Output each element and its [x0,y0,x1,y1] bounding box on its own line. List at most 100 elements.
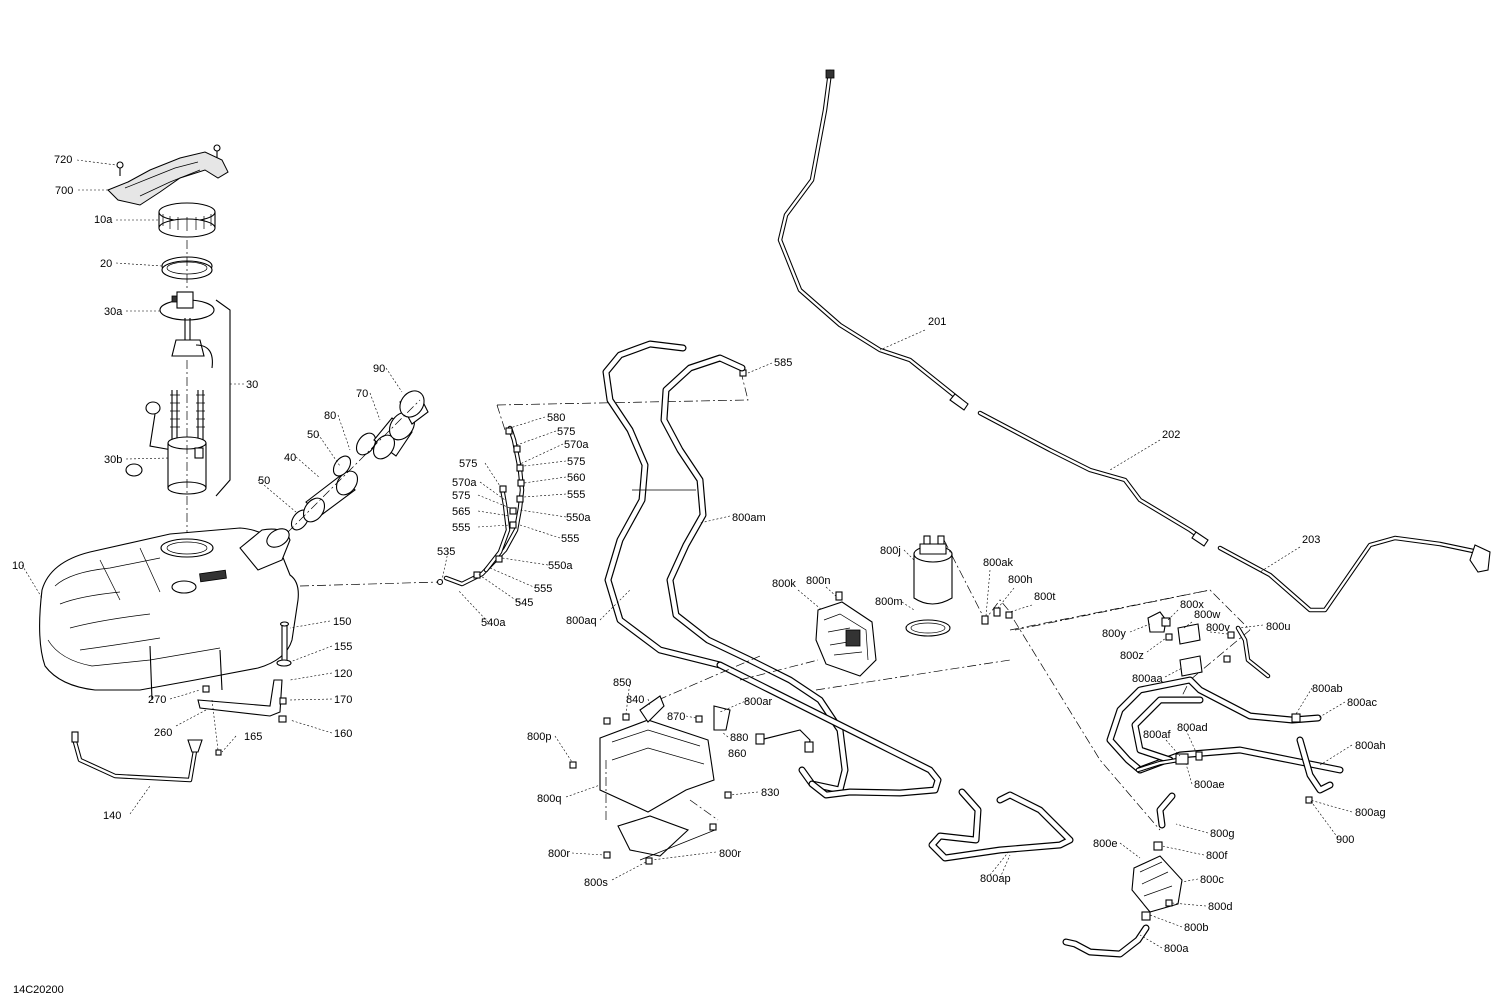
label-800p: 800p [527,731,551,743]
leader-lines [21,159,1353,949]
label-720: 720 [54,154,72,166]
label-840: 840 [626,694,644,706]
label-540a: 540a [481,617,506,629]
label-800w: 800w [1194,609,1220,621]
label-30a: 30a [104,306,123,318]
label-800k: 800k [772,578,796,590]
label-10a: 10a [94,214,113,226]
label-575-d: 575 [452,490,470,502]
label-10: 10 [12,560,24,572]
pump-flange-30a [159,291,215,369]
label-545: 545 [515,597,533,609]
label-800ac: 800ac [1347,697,1377,709]
label-120: 120 [334,668,352,680]
bracket-800q [569,655,814,865]
part-labels: 720 700 10a 20 30a 30 30b 90 70 80 50 40… [12,154,1386,996]
label-260: 260 [154,727,172,739]
label-800am: 800am [732,512,766,524]
label-800c: 800c [1200,874,1224,886]
pump-module-30b [125,390,207,495]
label-580: 580 [547,412,565,424]
tank-hardware [197,621,292,723]
label-575-a: 575 [557,426,575,438]
vent-hoses-800am-800aq [602,340,942,799]
label-535: 535 [437,546,455,558]
label-700: 700 [55,185,73,197]
label-800g: 800g [1210,828,1234,840]
label-800ad: 800ad [1177,722,1208,734]
label-900: 900 [1336,834,1354,846]
fuel-tank-assembly [39,144,429,783]
label-880: 880 [730,732,748,744]
label-800q: 800q [537,793,561,805]
label-570a-b: 570a [452,477,477,489]
label-800v: 800v [1206,622,1230,634]
label-560: 560 [567,472,585,484]
lock-ring-10a [158,202,216,238]
label-800ar: 800ar [744,696,772,708]
label-50-upper: 50 [307,429,319,441]
label-575-c: 575 [567,456,585,468]
label-70: 70 [356,388,368,400]
bolt-720 [116,144,221,176]
label-555-b: 555 [452,522,470,534]
bracket-700 [107,151,229,206]
purge-valve-800k [739,589,1211,691]
label-50-lower: 50 [258,475,270,487]
label-800t: 800t [1034,591,1055,603]
fuel-lines-201-202-203 [777,69,1491,613]
label-800u: 800u [1266,621,1290,633]
label-860: 860 [728,748,746,760]
label-800af: 800af [1143,729,1171,741]
strap-140 [71,699,222,783]
label-830: 830 [761,787,779,799]
label-800r-right: 800r [719,848,741,860]
evap-canister-group [905,535,1013,637]
label-800n: 800n [806,575,830,587]
fuel-tank-10 [39,527,299,701]
label-575-b: 575 [459,458,477,470]
label-30: 30 [246,379,258,391]
filler-parts [274,390,429,546]
label-140: 140 [103,810,121,822]
label-800d: 800d [1208,901,1232,913]
label-800z: 800z [1120,650,1144,662]
label-550a-b: 550a [548,560,573,572]
label-800y: 800y [1102,628,1126,640]
label-800j: 800j [880,545,901,557]
label-800s: 800s [584,877,608,889]
hoses-800-right [1014,589,1344,804]
label-800ak: 800ak [983,557,1013,569]
filter-800c [1013,619,1183,958]
label-570a-a: 570a [564,439,589,451]
label-800h: 800h [1008,574,1032,586]
label-800ag: 800ag [1355,807,1386,819]
label-800m: 800m [875,596,903,608]
label-555-d: 555 [534,583,552,595]
label-870: 870 [667,711,685,723]
label-800r-left: 800r [548,848,570,860]
hose-800ap [928,788,1074,862]
label-565: 565 [452,506,470,518]
label-90: 90 [373,363,385,375]
label-30b: 30b [104,454,122,466]
label-165: 165 [244,731,262,743]
label-170: 170 [334,694,352,706]
label-800x: 800x [1180,599,1204,611]
label-800ap: 800ap [980,873,1011,885]
label-800f: 800f [1206,850,1228,862]
label-550a-a: 550a [566,512,591,524]
label-160: 160 [334,728,352,740]
label-800ah: 800ah [1355,740,1386,752]
label-800ab: 800ab [1312,683,1343,695]
drawing-code: 14C20200 [13,984,64,996]
label-201: 201 [928,316,946,328]
label-800b: 800b [1184,922,1208,934]
label-155: 155 [334,641,352,653]
label-800ae: 800ae [1194,779,1225,791]
label-150: 150 [333,616,351,628]
label-800aq: 800aq [566,615,597,627]
label-800a: 800a [1164,943,1189,955]
label-555-c: 555 [561,533,579,545]
